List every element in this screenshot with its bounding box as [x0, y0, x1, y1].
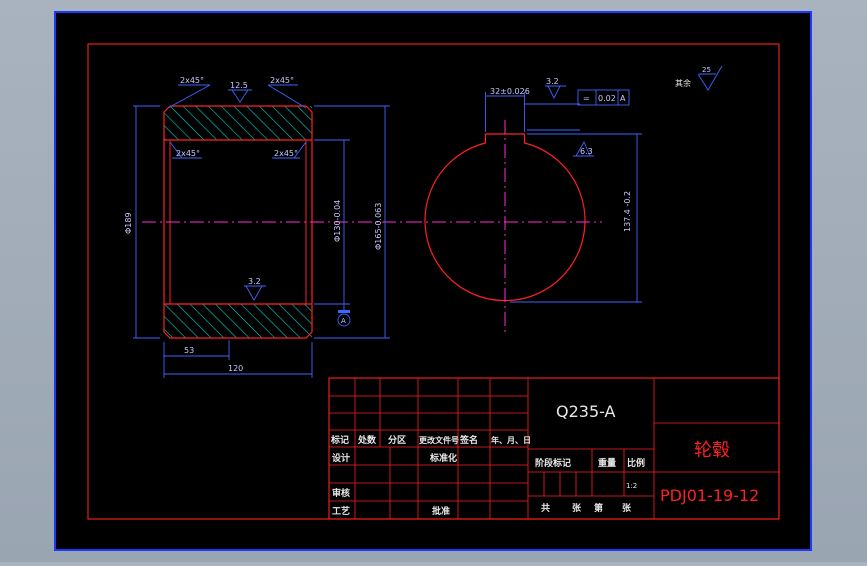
- header-mark: 标记: [330, 434, 349, 446]
- datum-a-triangle: [338, 310, 350, 313]
- row-weight-label: 重量: [598, 457, 616, 469]
- roughness-rest-note: 其余 25: [675, 65, 723, 91]
- row-stage-label: 阶段标记: [535, 457, 571, 469]
- roughness-rest-value: 25: [702, 66, 711, 74]
- chamfer-tl-label: 2x45°: [180, 76, 204, 85]
- tolerance-symbol: =: [583, 94, 590, 103]
- outer-diameter-label: Φ189: [124, 212, 133, 234]
- row-approve-label: 批准: [432, 505, 450, 517]
- roughness-bore-label: 3.2: [248, 277, 261, 286]
- hub-outline: [163, 105, 313, 339]
- roughness-key-label: 3.2: [546, 77, 559, 86]
- tolerance-value: 0.02: [598, 94, 616, 103]
- row-check-label: 审核: [332, 487, 350, 499]
- row-standard-label: 标准化: [429, 452, 457, 464]
- header-zone: 分区: [388, 434, 406, 446]
- hatch-bottom: [164, 304, 312, 338]
- key-width-label: 32±0.026: [490, 87, 530, 96]
- scale-value-label: 1:2: [626, 482, 637, 490]
- row-design-label: 设计: [332, 452, 350, 464]
- bore-outline: [424, 133, 586, 302]
- hub-end-view: [408, 120, 602, 334]
- drawing-number-label: PDJ01-19-12: [660, 486, 759, 505]
- tolerance-datum: A: [620, 94, 626, 103]
- key-depth-label: 137.4 -0.2: [623, 191, 632, 232]
- bore-diameter-label: Φ130-0.04: [333, 200, 342, 242]
- fit-diameter-label: Φ165-0.063: [374, 203, 383, 250]
- hatch-top: [164, 106, 312, 140]
- row-scale-label: 比例: [627, 457, 645, 469]
- title-block: Q235-A 轮毂 PDJ01-19-12 1:2 标记 处数 分区 更改文件号…: [328, 377, 780, 520]
- sheet-unit-label: 张: [572, 502, 582, 514]
- part-name-label: 轮毂: [694, 440, 730, 461]
- chamfer-br-label: 2x45°: [274, 149, 298, 158]
- chamfer-bl-label: 2x45°: [176, 149, 200, 158]
- chamfer-tr-label: 2x45°: [270, 76, 294, 85]
- header-signature: 签名: [459, 434, 478, 446]
- length-53-label: 53: [184, 346, 194, 355]
- sheet-number-label: 第: [594, 502, 603, 514]
- model-space: [54, 11, 812, 551]
- section-dimensions: [133, 84, 390, 378]
- hub-section-view: [142, 105, 408, 339]
- roughness-top-label: 12.5: [230, 81, 248, 90]
- roughness-rest-label: 其余: [675, 78, 691, 88]
- section-dimension-text: 2x45° 2x45° 2x45° 2x45° 12.5 3.2 53 120 …: [124, 76, 383, 373]
- end-view-dimensions: [485, 85, 642, 303]
- sheet-unit2-label: 张: [622, 502, 632, 514]
- row-process-label: 工艺: [332, 505, 350, 517]
- geometric-tolerance-frame: [577, 89, 630, 106]
- roughness-key2-label: 6.3: [580, 147, 593, 156]
- header-date: 年、月、日: [491, 435, 531, 445]
- datum-a-circle: [337, 313, 351, 327]
- header-change-doc: 更改文件号: [419, 435, 459, 445]
- end-view-dimension-text: 32±0.026 3.2 6.3 = 0.02 A 137.4 -0.2: [490, 77, 632, 232]
- length-120-label: 120: [228, 364, 243, 373]
- datum-a-label: A: [341, 317, 346, 325]
- header-count: 处数: [357, 434, 377, 446]
- sheet-total-label: 共: [541, 502, 550, 514]
- material-label: Q235-A: [556, 402, 616, 421]
